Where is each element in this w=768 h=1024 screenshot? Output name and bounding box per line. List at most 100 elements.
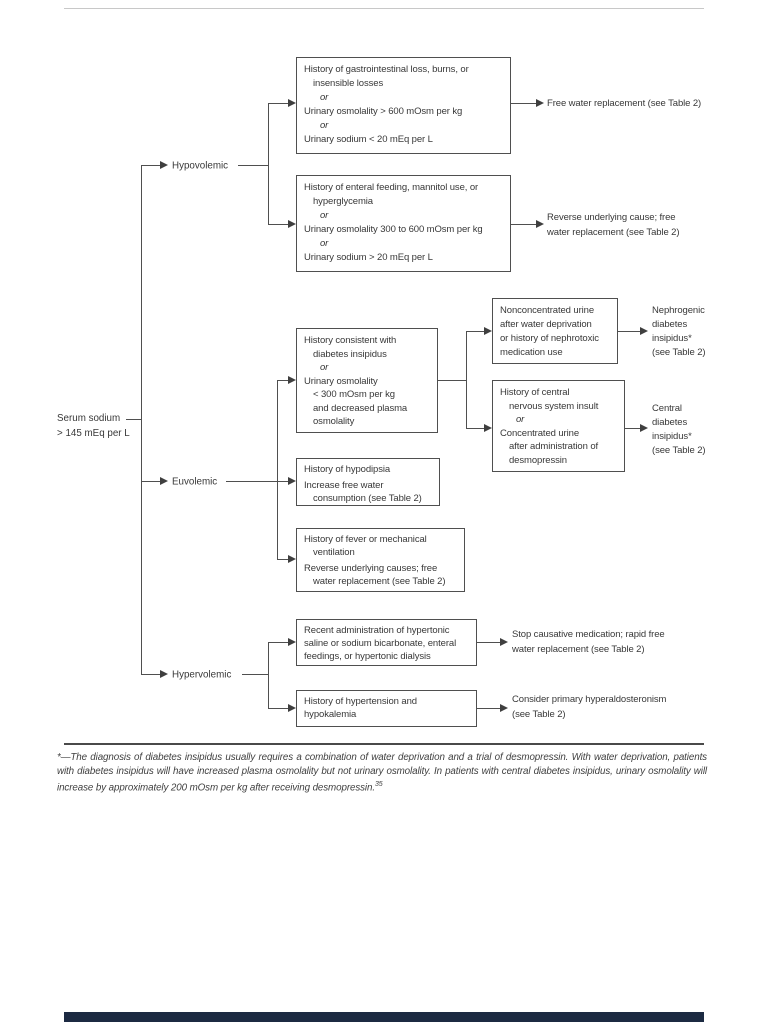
box-text-line: desmopressin bbox=[509, 454, 567, 466]
box-text-line: or bbox=[320, 210, 329, 221]
outcome-text-line: (see Table 2) bbox=[512, 708, 566, 720]
box-text-line: or bbox=[320, 238, 329, 249]
footer-bar bbox=[64, 1012, 704, 1022]
connector-line bbox=[141, 165, 160, 166]
box-text-line: diabetes insipidus bbox=[313, 348, 387, 360]
box-text-line: History of fever or mechanical bbox=[304, 534, 427, 545]
arrowhead-icon bbox=[500, 638, 508, 646]
connector-line bbox=[268, 103, 269, 225]
box-text-line: History of central bbox=[500, 387, 570, 398]
branch-label-hypovolemic: Hypovolemic bbox=[172, 160, 229, 172]
box-text-line: hyperglycemia bbox=[313, 196, 373, 207]
box-hypertension-hypokalemia: History of hypertension and hypokalemia bbox=[296, 690, 477, 727]
box-text-line: and decreased plasma bbox=[313, 402, 408, 414]
box-text-line: osmolality bbox=[313, 416, 355, 427]
footnote-reference: 35 bbox=[374, 781, 383, 788]
connector-line bbox=[141, 481, 160, 482]
root-label-line2: > 145 mEq per L bbox=[57, 427, 130, 439]
arrowhead-icon bbox=[288, 638, 296, 646]
outcome-free-water: Free water replacement (see Table 2) bbox=[547, 98, 702, 109]
outcome-central-di: Central diabetes insipidus* (see Table 2… bbox=[652, 402, 706, 458]
box-text-line: History of hypertension and bbox=[304, 696, 417, 707]
box-text-line: History of gastrointestinal loss, burns,… bbox=[304, 64, 469, 75]
box-text-line: insensible losses bbox=[313, 78, 384, 89]
arrowhead-icon bbox=[288, 704, 296, 712]
arrowhead-icon bbox=[484, 424, 492, 432]
connector-line bbox=[466, 331, 484, 332]
box-text-line: History of hypodipsia bbox=[304, 464, 391, 475]
box-text-line: Concentrated urine bbox=[500, 427, 580, 439]
connector-line bbox=[438, 380, 466, 381]
outcome-text-line: Central bbox=[652, 403, 682, 414]
arrowhead-icon bbox=[160, 161, 168, 169]
outcome-text-line: insipidus* bbox=[652, 431, 692, 442]
arrowhead-icon bbox=[484, 327, 492, 335]
box-text-line: Nonconcentrated urine bbox=[500, 305, 595, 316]
outcome-nephrogenic-di: Nephrogenic diabetes insipidus* (see Tab… bbox=[652, 304, 706, 360]
box-text-line: or bbox=[320, 120, 329, 131]
box-nephrotoxic: Nonconcentrated urine after water depriv… bbox=[492, 298, 618, 364]
box-text-line: Urinary osmolality 300 to 600 mOsm per k… bbox=[304, 224, 483, 235]
box-text-line: < 300 mOsm per kg bbox=[313, 389, 395, 400]
outcome-text-line: water replacement (see Table 2) bbox=[512, 643, 645, 655]
connector-line bbox=[277, 559, 288, 560]
arrowhead-icon bbox=[288, 99, 296, 107]
box-text-line: Reverse underlying causes; free bbox=[304, 563, 438, 574]
connector-line bbox=[268, 103, 288, 104]
connector-line bbox=[238, 165, 268, 166]
outcome-text-line: Reverse underlying cause; free bbox=[547, 212, 676, 223]
arrowhead-icon bbox=[288, 376, 296, 384]
box-text-line: feedings, or hypertonic dialysis bbox=[304, 651, 431, 662]
arrowhead-icon bbox=[536, 99, 544, 107]
outcome-text-line: Nephrogenic bbox=[652, 305, 705, 316]
connector-line bbox=[466, 331, 467, 429]
outcome-text-line: (see Table 2) bbox=[652, 445, 706, 456]
box-gi-loss: History of gastrointestinal loss, burns,… bbox=[296, 57, 511, 154]
outcome-hyperaldosteronism: Consider primary hyperaldosteronism (see… bbox=[512, 693, 666, 722]
box-text-line: or bbox=[320, 362, 329, 373]
arrowhead-icon bbox=[536, 220, 544, 228]
box-text-line: after water deprivation bbox=[500, 319, 592, 330]
box-hypodipsia: History of hypodipsia Increase free wate… bbox=[296, 458, 440, 506]
connector-line bbox=[226, 481, 277, 482]
connector-line bbox=[625, 428, 640, 429]
arrowhead-icon bbox=[288, 220, 296, 228]
box-text-line: Recent administration of hypertonic bbox=[304, 625, 450, 636]
connector-line bbox=[477, 708, 500, 709]
connector-line bbox=[126, 419, 142, 420]
connector-line bbox=[466, 428, 484, 429]
box-text-line: after administration of bbox=[509, 441, 599, 452]
outcome-text-line: Consider primary hyperaldosteronism bbox=[512, 694, 667, 705]
connector-line bbox=[477, 642, 500, 643]
box-text-line: medication use bbox=[500, 347, 563, 358]
arrowhead-icon bbox=[160, 477, 168, 485]
connector-line bbox=[268, 642, 269, 709]
outcome-text-line: diabetes bbox=[652, 417, 688, 428]
box-text-line: ventilation bbox=[313, 547, 355, 558]
box-text-line: nervous system insult bbox=[509, 400, 599, 412]
box-hypertonic-administration: Recent administration of hypertonic sali… bbox=[296, 619, 477, 666]
box-text-line: Urinary osmolality > 600 mOsm per kg bbox=[304, 106, 463, 117]
footnote-text: *—The diagnosis of diabetes insipidus us… bbox=[57, 752, 707, 794]
arrowhead-icon bbox=[288, 477, 296, 485]
arrowhead-icon bbox=[160, 670, 168, 678]
outcome-text-line: Stop causative medication; rapid free bbox=[512, 629, 665, 640]
connector-line bbox=[268, 708, 288, 709]
connector-line bbox=[511, 224, 536, 225]
box-enteral-feeding: History of enteral feeding, mannitol use… bbox=[296, 175, 511, 272]
box-text-line: consumption (see Table 2) bbox=[313, 493, 422, 504]
branch-label-euvolemic: Euvolemic bbox=[172, 476, 218, 488]
box-text-line: hypokalemia bbox=[304, 709, 357, 720]
box-text-line: water replacement (see Table 2) bbox=[313, 576, 446, 587]
arrowhead-icon bbox=[500, 704, 508, 712]
arrowhead-icon bbox=[640, 424, 648, 432]
box-cns-insult: History of central nervous system insult… bbox=[492, 380, 625, 472]
box-text-line: saline or sodium bicarbonate, enteral bbox=[304, 638, 457, 649]
connector-line bbox=[277, 481, 288, 482]
outcome-text-line: water replacement (see Table 2) bbox=[547, 226, 680, 238]
box-text-line: Urinary osmolality bbox=[304, 375, 378, 387]
outcome-text-line: (see Table 2) bbox=[652, 347, 706, 358]
outcome-stop-medication: Stop causative medication; rapid free wa… bbox=[512, 628, 665, 657]
box-text-line: Increase free water bbox=[304, 480, 384, 491]
connector-line bbox=[242, 674, 268, 675]
